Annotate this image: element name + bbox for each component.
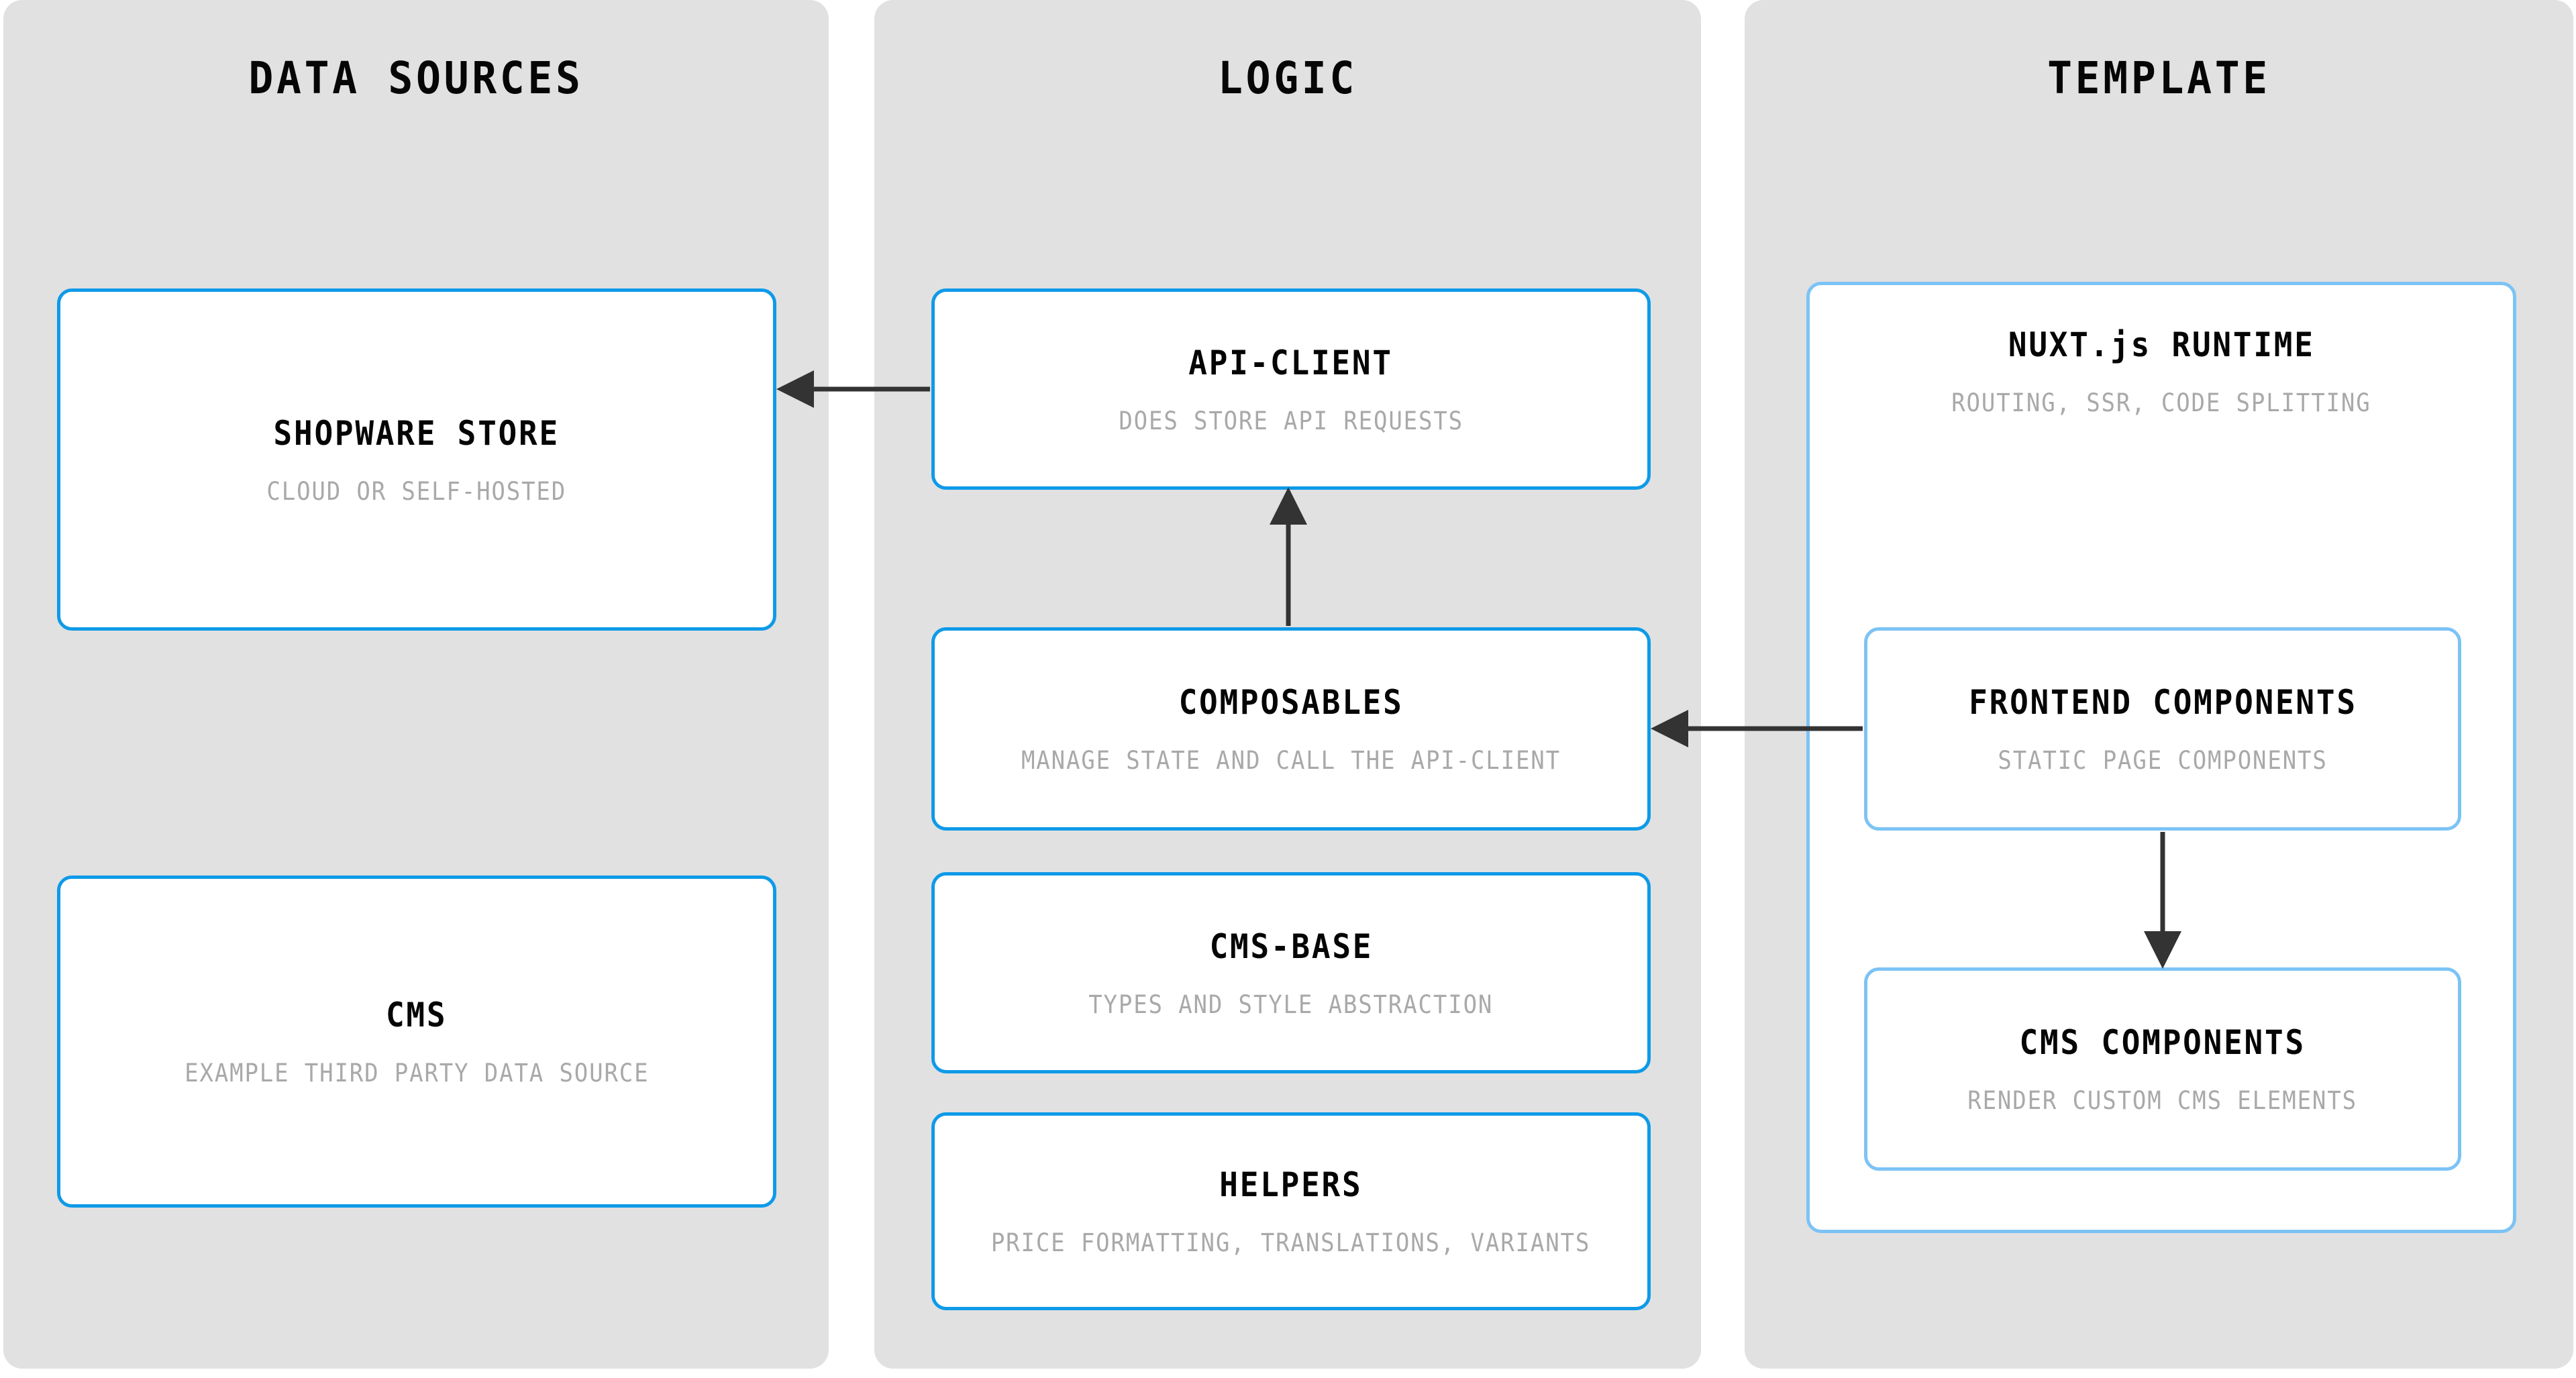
- node-frontend-components-title: FRONTEND COMPONENTS: [1968, 683, 2357, 722]
- column-title-template: TEMPLATE: [2047, 52, 2271, 104]
- node-cms-components[interactable]: CMS COMPONENTS RENDER CUSTOM CMS ELEMENT…: [1864, 967, 2461, 1171]
- node-nuxt-runtime-subtitle: ROUTING, SSR, CODE SPLITTING: [1951, 388, 2371, 417]
- node-cms[interactable]: CMS EXAMPLE THIRD PARTY DATA SOURCE: [57, 876, 776, 1208]
- node-frontend-components-subtitle: STATIC PAGE COMPONENTS: [1998, 746, 2328, 775]
- column-title-data-sources: DATA SOURCES: [248, 52, 584, 104]
- node-composables-subtitle: MANAGE STATE AND CALL THE API-CLIENT: [1021, 746, 1561, 775]
- node-frontend-components[interactable]: FRONTEND COMPONENTS STATIC PAGE COMPONEN…: [1864, 627, 2461, 831]
- node-cms-subtitle: EXAMPLE THIRD PARTY DATA SOURCE: [184, 1059, 650, 1088]
- node-cms-base[interactable]: CMS-BASE TYPES AND STYLE ABSTRACTION: [931, 872, 1651, 1073]
- node-cms-components-title: CMS COMPONENTS: [2019, 1023, 2306, 1062]
- node-helpers-title: HELPERS: [1219, 1165, 1363, 1204]
- node-api-client-subtitle: DOES STORE API REQUESTS: [1119, 406, 1463, 435]
- node-cms-base-title: CMS-BASE: [1209, 926, 1373, 966]
- node-shopware-store[interactable]: SHOPWARE STORE CLOUD OR SELF-HOSTED: [57, 288, 776, 631]
- node-shopware-store-title: SHOPWARE STORE: [273, 413, 560, 453]
- node-cms-base-subtitle: TYPES AND STYLE ABSTRACTION: [1088, 990, 1494, 1019]
- node-composables-title: COMPOSABLES: [1178, 683, 1404, 722]
- node-composables[interactable]: COMPOSABLES MANAGE STATE AND CALL THE AP…: [931, 627, 1651, 831]
- node-api-client-title: API-CLIENT: [1188, 343, 1394, 382]
- column-title-logic: LOGIC: [1217, 52, 1358, 104]
- node-cms-title: CMS: [386, 996, 448, 1035]
- node-helpers-subtitle: PRICE FORMATTING, TRANSLATIONS, VARIANTS: [991, 1228, 1591, 1257]
- node-cms-components-subtitle: RENDER CUSTOM CMS ELEMENTS: [1967, 1086, 2358, 1115]
- node-shopware-store-subtitle: CLOUD OR SELF-HOSTED: [266, 476, 567, 506]
- node-api-client[interactable]: API-CLIENT DOES STORE API REQUESTS: [931, 288, 1651, 490]
- node-nuxt-runtime-title: NUXT.js RUNTIME: [2008, 325, 2315, 364]
- node-helpers[interactable]: HELPERS PRICE FORMATTING, TRANSLATIONS, …: [931, 1112, 1651, 1310]
